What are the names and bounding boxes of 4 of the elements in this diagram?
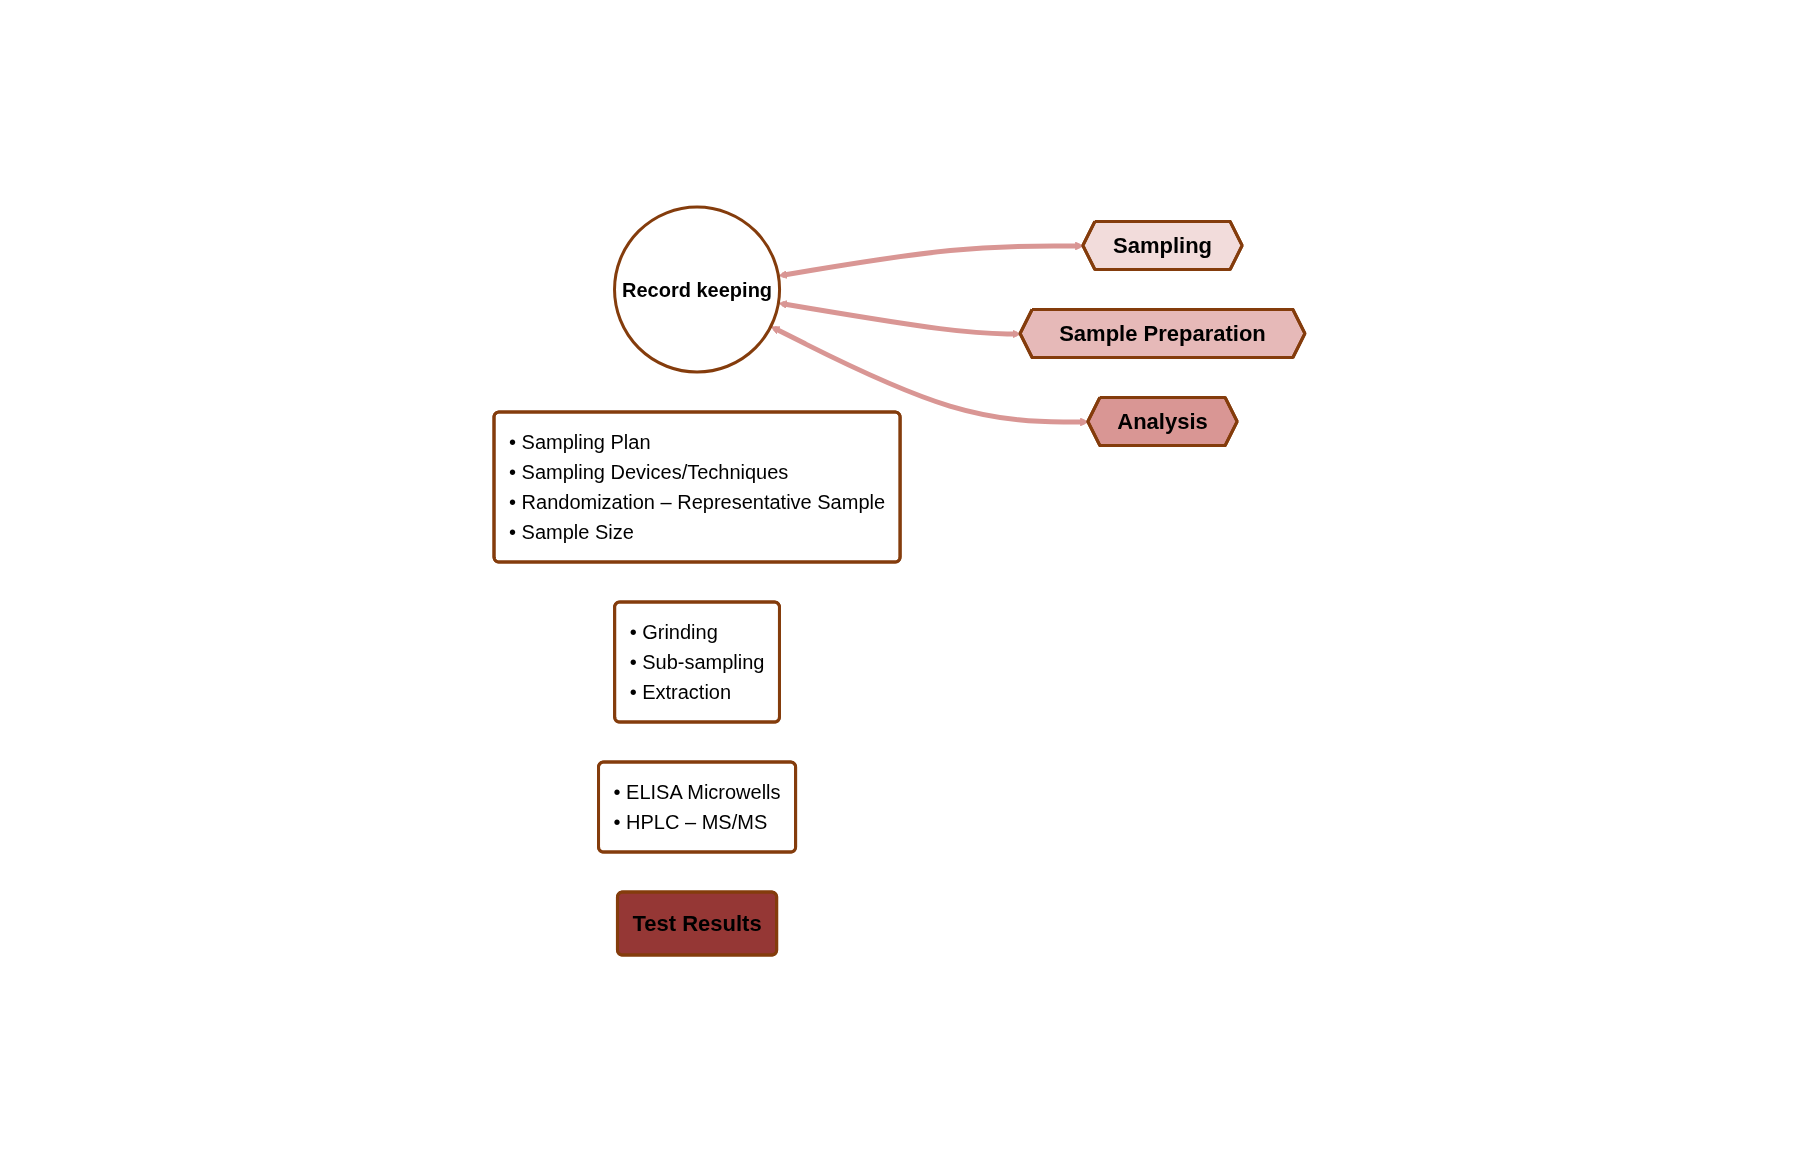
arrow bbox=[778, 300, 1021, 339]
arrow bbox=[770, 326, 1089, 427]
node-circle: Record keeping bbox=[613, 206, 782, 375]
arrow bbox=[778, 242, 1084, 280]
